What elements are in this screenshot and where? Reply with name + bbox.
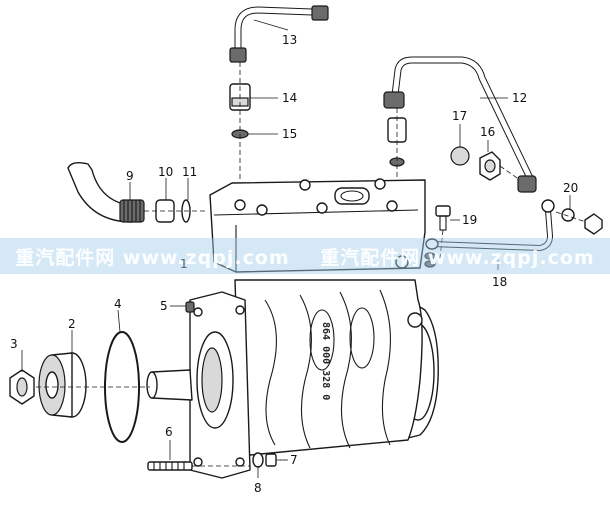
callout-15: 15 <box>282 127 297 141</box>
callout-3: 3 <box>10 337 18 351</box>
callout-16: 16 <box>480 125 495 139</box>
pipe-12 <box>383 56 537 193</box>
seal-ring-18a <box>424 252 436 260</box>
callout-12: 12 <box>512 91 527 105</box>
callout-5: 5 <box>160 299 168 313</box>
compressor-assembly: 864 000 328 0 <box>189 178 439 479</box>
callout-11: 11 <box>182 165 197 179</box>
union-12 <box>387 117 407 143</box>
casting-mark: 864 000 328 0 <box>320 322 331 400</box>
cap-17 <box>450 146 470 166</box>
drive-gear <box>38 352 87 418</box>
washer-small <box>252 452 264 468</box>
callout-8: 8 <box>254 481 262 495</box>
pipe-18 <box>425 199 555 252</box>
callout-1: 1 <box>180 257 188 271</box>
callout-18: 18 <box>492 275 507 289</box>
callout-13: 13 <box>282 33 297 47</box>
nut-small <box>265 453 277 467</box>
plug-screw <box>185 301 195 313</box>
callout-14: 14 <box>282 91 297 105</box>
nut-20 <box>584 213 603 235</box>
callout-4: 4 <box>114 297 122 311</box>
gear-nut <box>9 369 35 405</box>
hex-union-16 <box>479 151 501 181</box>
callout-7: 7 <box>290 453 298 467</box>
alignment-lines <box>36 62 587 467</box>
callout-10: 10 <box>158 165 173 179</box>
callout-6: 6 <box>165 425 173 439</box>
stud-bolt <box>147 461 193 471</box>
callout-17: 17 <box>452 109 467 123</box>
crankshaft-end <box>146 369 193 401</box>
callout-9: 9 <box>126 169 134 183</box>
callout-20: 20 <box>563 181 578 195</box>
seal-ring-18b <box>424 260 436 268</box>
banjo-bolt-19 <box>435 205 451 231</box>
callout-2: 2 <box>68 317 76 331</box>
callout-labels: 1 2 3 4 5 6 7 8 9 10 11 12 13 14 15 16 1… <box>10 33 578 495</box>
callout-19: 19 <box>462 213 477 227</box>
washer-20 <box>561 208 575 222</box>
leader-lines <box>21 19 571 478</box>
pipe-13 <box>229 5 329 63</box>
